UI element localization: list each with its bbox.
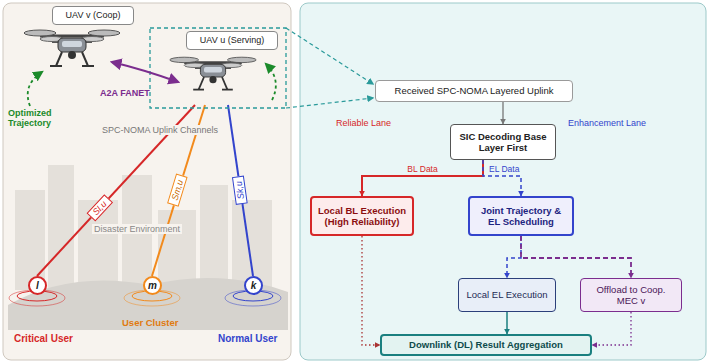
link-label: A2A FANET <box>100 88 150 98</box>
user-label: User Cluster <box>122 318 179 329</box>
uav-label: UAV v (Coop) <box>52 6 134 25</box>
connector <box>592 312 631 345</box>
process-box: Local EL Execution <box>458 278 556 312</box>
connector <box>483 160 521 196</box>
trajectory-label: Optimized Trajectory <box>8 108 68 129</box>
node-text: l <box>36 280 39 292</box>
node-text: Offload to Coop. MEC v <box>586 284 676 307</box>
connector <box>521 236 631 278</box>
user-label: Critical User <box>14 333 73 345</box>
edge-label: BL Data <box>405 165 439 174</box>
connector <box>502 102 503 124</box>
connector <box>506 312 508 334</box>
node-text: UAV u (Serving) <box>200 35 264 46</box>
uav-label: UAV u (Serving) <box>186 31 278 50</box>
node-text: SIC Decoding Base Layer First <box>456 131 550 154</box>
channel-label: SPC-NOMA Uplink Channels <box>100 125 220 135</box>
user-circle: k <box>244 276 263 295</box>
lane-label: Enhancement Lane <box>568 118 646 128</box>
process-box: Offload to Coop. MEC v <box>580 278 682 312</box>
node-text: Downlink (DL) Result Aggregation <box>409 339 563 350</box>
connector <box>507 236 521 278</box>
node-text: k <box>251 280 257 292</box>
node-text: Local EL Execution <box>467 289 548 300</box>
lane-label: Reliable Lane <box>336 118 391 128</box>
edge-label: EL Data <box>487 165 521 174</box>
connector <box>362 160 483 196</box>
process-box: Downlink (DL) Result Aggregation <box>380 334 592 356</box>
node-text: m <box>148 280 157 292</box>
user-circle: m <box>143 276 162 295</box>
node-text: UAV v (Coop) <box>66 10 121 21</box>
user-label: Normal User <box>218 333 277 345</box>
process-box: Joint Trajectory & EL Scheduling <box>468 196 574 236</box>
process-box: Local BL Execution (High Reliability) <box>310 196 414 236</box>
environment-label: Disaster Environment <box>92 224 182 234</box>
process-box: Received SPC-NOMA Layered Uplink <box>375 80 573 102</box>
node-text: Local BL Execution (High Reliability) <box>317 205 407 228</box>
process-box: SIC Decoding Base Layer First <box>450 124 556 160</box>
node-text: Received SPC-NOMA Layered Uplink <box>395 85 554 96</box>
connector <box>362 236 380 345</box>
node-text: Joint Trajectory & EL Scheduling <box>475 205 567 228</box>
user-circle: l <box>28 276 47 295</box>
